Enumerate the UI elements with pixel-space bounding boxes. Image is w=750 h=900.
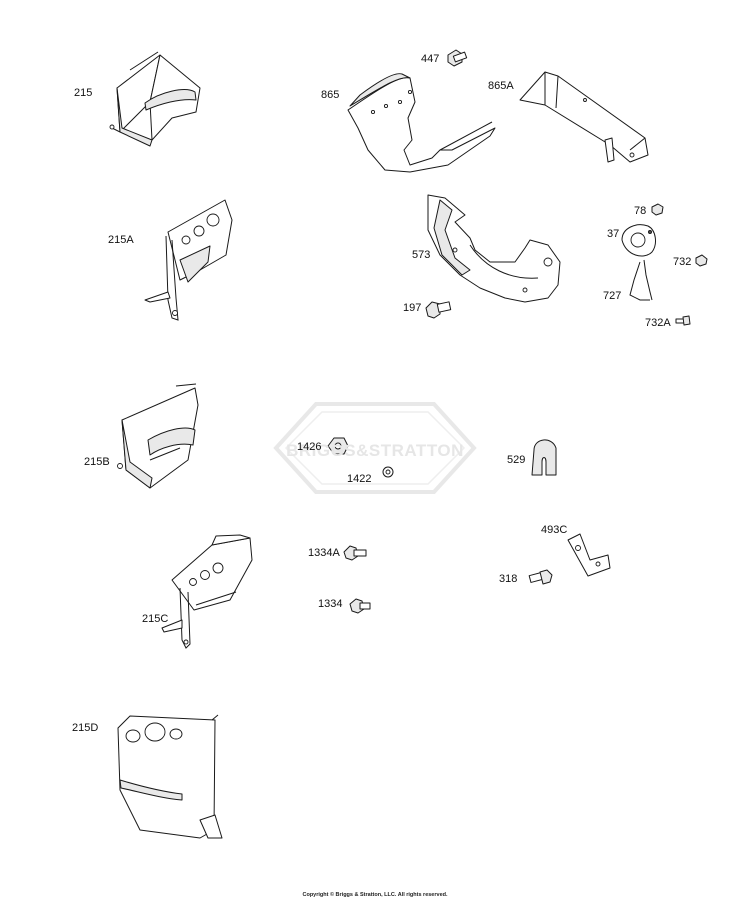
bolt-197-drawing xyxy=(425,301,452,319)
callout-215B: 215B xyxy=(84,456,110,468)
callout-215: 215 xyxy=(74,87,93,99)
shroud-215A-drawing xyxy=(144,199,233,321)
watermark-text: BRIGGS&STRATTON xyxy=(286,441,464,460)
bolt-1334-drawing xyxy=(349,598,371,614)
callout-573: 573 xyxy=(412,249,431,261)
screw-732A-drawing xyxy=(675,315,691,326)
watermark-logo xyxy=(273,402,477,494)
callout-1422: 1422 xyxy=(347,473,372,485)
bracket-493C-drawing xyxy=(567,533,611,577)
callout-197: 197 xyxy=(403,302,422,314)
washer-1422-drawing xyxy=(382,466,394,478)
callout-318: 318 xyxy=(499,573,518,585)
callout-215A: 215A xyxy=(108,234,134,246)
callout-732A: 732A xyxy=(645,317,671,329)
callout-493C: 493C xyxy=(541,524,568,536)
cover-865-drawing xyxy=(347,73,496,173)
screw-78-drawing xyxy=(651,203,664,216)
callout-529: 529 xyxy=(507,454,526,466)
callout-447: 447 xyxy=(421,53,440,65)
plate-37-drawing xyxy=(621,224,656,257)
callout-37: 37 xyxy=(607,228,620,240)
bolt-318-drawing xyxy=(528,569,553,585)
screw-447-drawing xyxy=(447,49,468,67)
callout-1426: 1426 xyxy=(297,441,322,453)
callout-1334: 1334 xyxy=(318,598,343,610)
callout-215C: 215C xyxy=(142,613,169,625)
callout-78: 78 xyxy=(634,205,647,217)
callout-865A: 865A xyxy=(488,80,514,92)
bolt-1334A-drawing xyxy=(343,545,367,561)
wire-727-drawing xyxy=(629,259,653,301)
housing-573-drawing xyxy=(427,194,561,303)
shroud-215C-drawing xyxy=(161,534,253,649)
copyright-notice: Copyright © Briggs & Stratton, LLC. All … xyxy=(302,892,448,898)
callout-732: 732 xyxy=(673,256,692,268)
callout-865: 865 xyxy=(321,89,340,101)
shroud-215B-drawing xyxy=(117,383,199,489)
nut-1426-drawing xyxy=(327,437,349,455)
shroud-215-drawing xyxy=(109,51,201,147)
bracket-865A-drawing xyxy=(519,71,649,163)
callout-1334A: 1334A xyxy=(308,547,340,559)
grommet-529-drawing xyxy=(531,439,557,476)
callout-215D: 215D xyxy=(72,722,99,734)
shroud-215D-drawing xyxy=(117,714,223,839)
callout-727: 727 xyxy=(603,290,622,302)
screw-732-drawing xyxy=(695,254,708,267)
